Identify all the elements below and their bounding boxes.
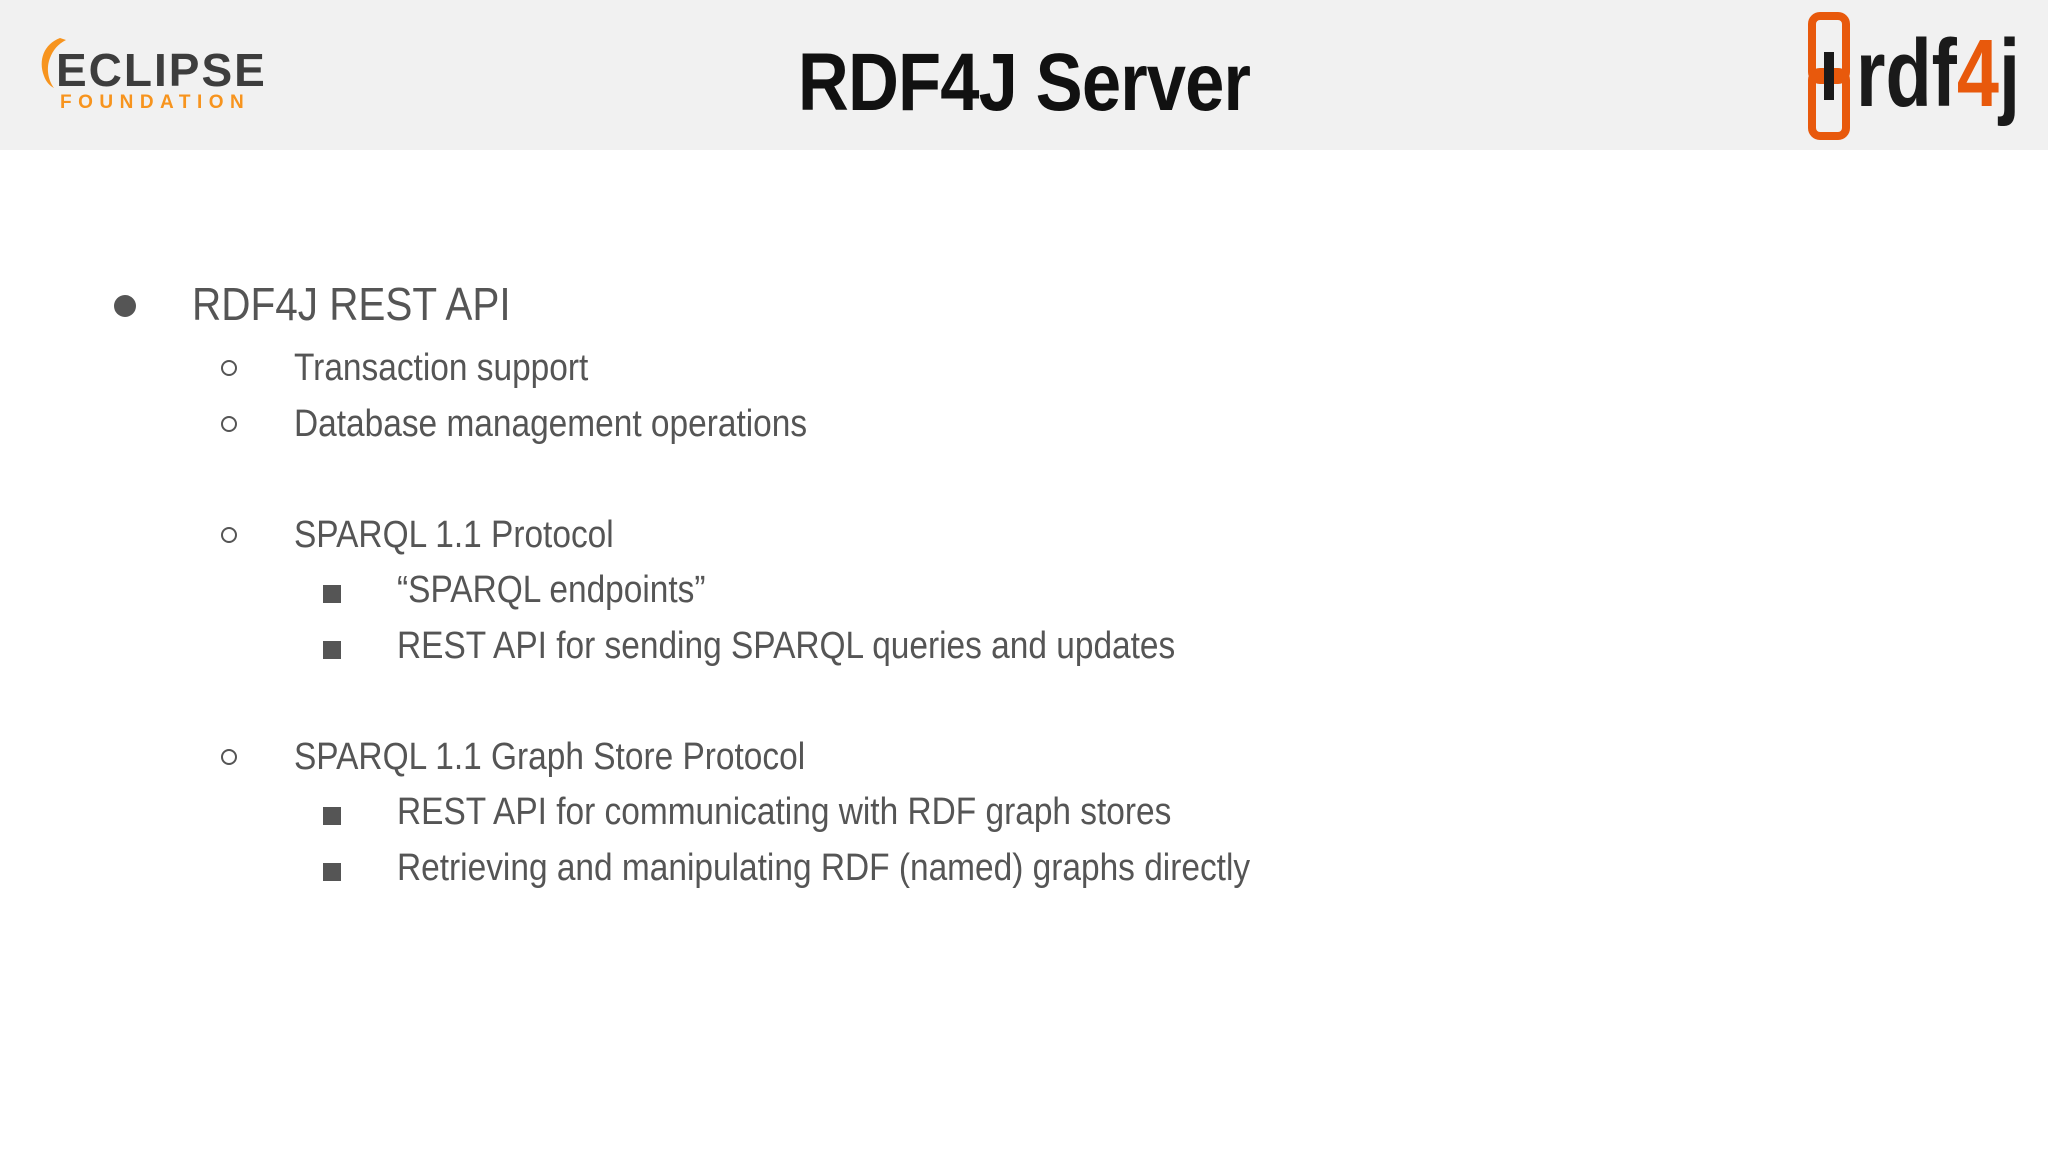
bullet-circle xyxy=(221,416,237,432)
bullet-circle xyxy=(221,527,237,543)
list-item: SPARQL 1.1 Graph Store Protocol xyxy=(294,736,806,778)
list-item: Database management operations xyxy=(294,403,808,445)
slide-header: ECLIPSE FOUNDATION RDF4J Server rdf4j xyxy=(0,0,2048,150)
eclipse-arc-icon xyxy=(41,38,66,88)
chain-link-icon xyxy=(1808,12,1850,140)
list-item: Transaction support xyxy=(294,347,589,389)
rdf4j-logo-4: 4 xyxy=(1957,20,1999,127)
rdf4j-logo-text: rdf4j xyxy=(1856,20,2020,127)
list-item: Retrieving and manipulating RDF (named) … xyxy=(397,847,1251,889)
bullet-square xyxy=(323,863,341,881)
list-item: SPARQL 1.1 Protocol xyxy=(294,514,614,556)
bullet-circle xyxy=(221,360,237,376)
bullet-square xyxy=(323,585,341,603)
rdf4j-logo-rdf: rdf xyxy=(1856,20,1958,127)
rdf4j-logo-j: j xyxy=(1997,20,2020,127)
rdf4j-logo: rdf4j xyxy=(1808,12,2020,140)
list-item: “SPARQL endpoints” xyxy=(397,569,706,611)
list-item: REST API for communicating with RDF grap… xyxy=(397,791,1172,833)
bullet-circle xyxy=(221,749,237,765)
bullet-disc xyxy=(114,295,136,317)
eclipse-logo-sub: FOUNDATION xyxy=(60,92,250,113)
bullet-square xyxy=(323,641,341,659)
eclipse-logo-word: ECLIPSE xyxy=(56,44,267,96)
list-item: RDF4J REST API xyxy=(192,278,511,330)
bullet-square xyxy=(323,807,341,825)
slide-title: RDF4J Server xyxy=(797,37,1251,128)
eclipse-foundation-logo: ECLIPSE FOUNDATION xyxy=(41,38,267,113)
list-item: REST API for sending SPARQL queries and … xyxy=(397,625,1176,667)
